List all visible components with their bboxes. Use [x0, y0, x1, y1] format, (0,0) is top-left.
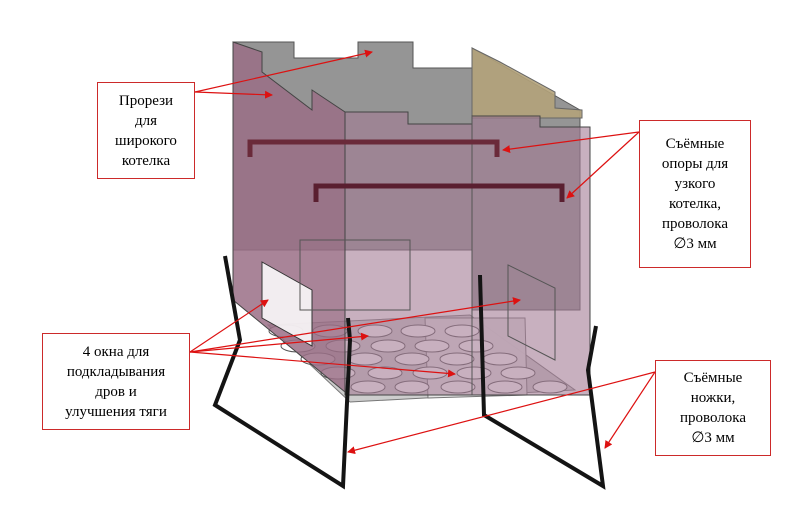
pot-supports	[247, 139, 565, 202]
front-window	[299, 239, 411, 311]
right-window	[507, 264, 556, 361]
callout-supports: Съёмные опоры для узкого котелка, провол…	[639, 120, 751, 268]
front-wall	[299, 111, 591, 396]
callout-legs: Съёмные ножки, проволока ∅3 мм	[655, 360, 771, 456]
upper-support	[247, 139, 500, 157]
callout-windows: 4 окна для подкладывания дров и улучшени…	[42, 333, 190, 430]
arrows	[189, 49, 656, 455]
lower-support	[313, 183, 565, 202]
right-leg	[478, 274, 606, 490]
legs	[212, 255, 606, 490]
left-leg	[212, 255, 353, 490]
callout-slots: Прорези для широкого котелка	[97, 82, 195, 179]
